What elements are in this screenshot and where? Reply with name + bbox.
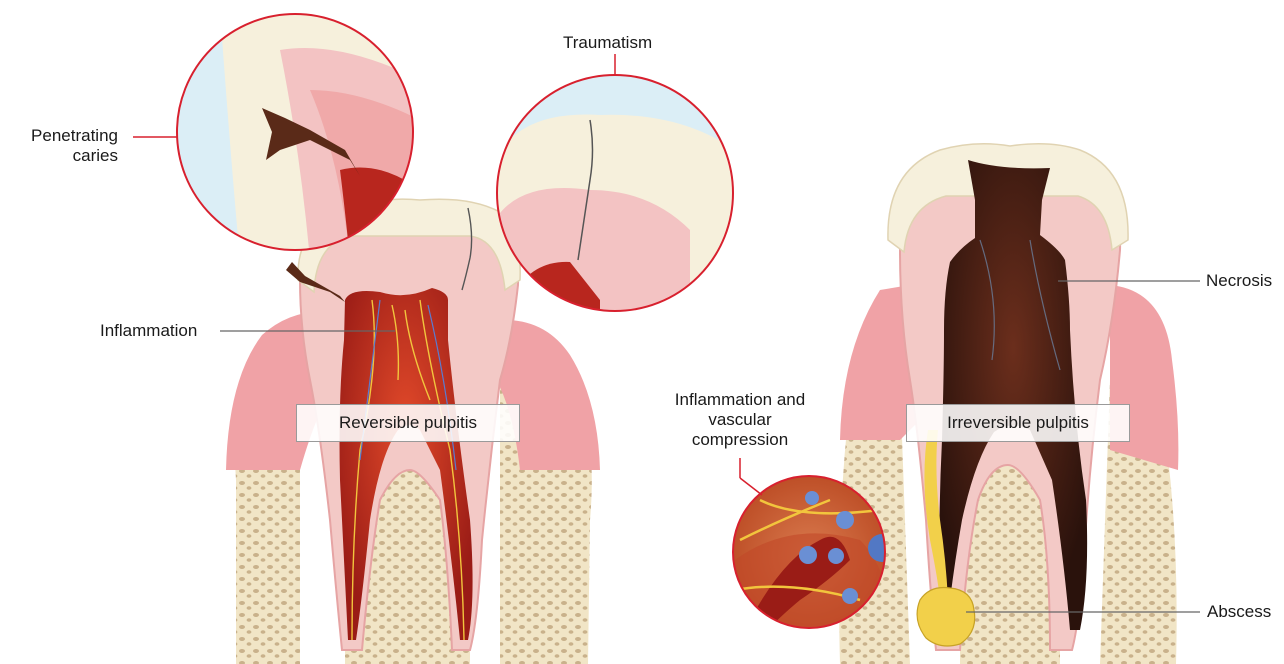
label-penetrating-caries: Penetrating caries xyxy=(0,126,118,166)
label-inflammation-vascular: Inflammation and vascular compression xyxy=(660,390,820,450)
abscess xyxy=(917,588,975,647)
label-penetrating-caries-line1: Penetrating xyxy=(0,126,118,146)
right-gum-right xyxy=(1110,285,1178,470)
label-penetrating-caries-line2: caries xyxy=(0,146,118,166)
label-inflammation: Inflammation xyxy=(100,321,197,341)
label-necrosis: Necrosis xyxy=(1206,271,1272,291)
label-irreversible-pulpitis: Irreversible pulpitis xyxy=(906,404,1130,442)
label-reversible-pulpitis: Reversible pulpitis xyxy=(296,404,520,442)
trauma-callout xyxy=(495,54,735,315)
label-inflammation-vascular-line3: compression xyxy=(660,430,820,450)
vascular-leader-h xyxy=(740,478,762,495)
label-abscess: Abscess xyxy=(1207,602,1271,622)
label-traumatism: Traumatism xyxy=(563,33,652,53)
label-inflammation-vascular-line1: Inflammation and xyxy=(660,390,820,410)
label-inflammation-vascular-line2: vascular xyxy=(660,410,820,430)
